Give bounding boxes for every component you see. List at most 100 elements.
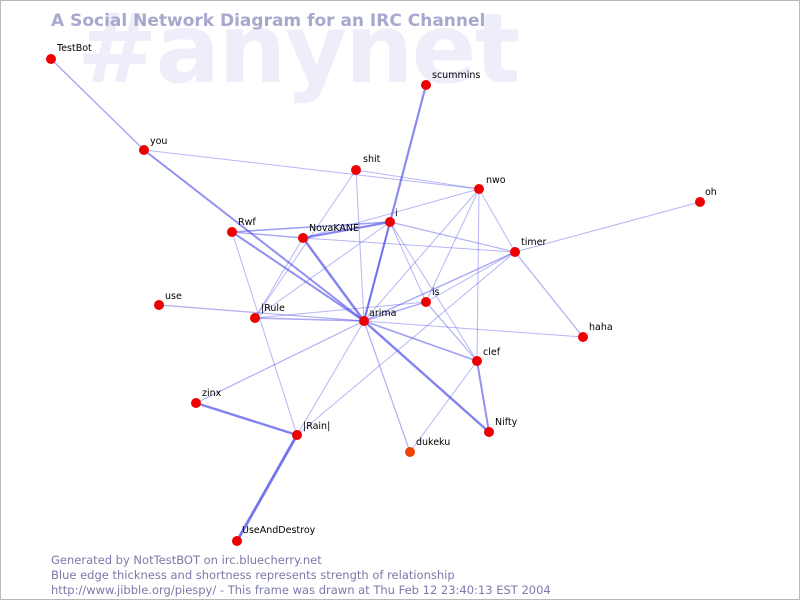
footer-legend-note: Blue edge thickness and shortness repres…	[51, 568, 455, 582]
node-label-IRule: |Rule	[261, 303, 285, 314]
node-dot-shit	[351, 165, 361, 175]
node-dot-Nifty	[484, 427, 494, 437]
node-dot-IRule	[250, 313, 260, 323]
edge-nwo-clef	[476, 188, 480, 362]
edge-i-IRule	[254, 221, 391, 319]
node-dot-scummins	[421, 80, 431, 90]
edge-shit-arima	[355, 169, 365, 322]
node-label-haha: haha	[589, 322, 613, 333]
node-dot-timer	[510, 247, 520, 257]
node-clef: clef	[472, 347, 501, 366]
edge-IRule-arima	[254, 317, 365, 322]
node-Rwf: Rwf	[227, 217, 256, 237]
edge-Rwf-arima	[231, 231, 365, 322]
channel-watermark: #anynet	[77, 0, 520, 105]
edge-NovaKANE-timer	[302, 237, 516, 253]
node-IRainI: |Rain|	[292, 421, 330, 440]
node-dot-is	[421, 297, 431, 307]
node-label-TestBot: TestBot	[56, 43, 92, 54]
node-timer: timer	[510, 237, 546, 257]
node-scummins: scummins	[421, 70, 480, 90]
node-label-i: i	[395, 208, 398, 219]
node-dot-i	[385, 217, 395, 227]
edge-TestBot-you	[50, 58, 145, 151]
edge-arima-clef	[363, 320, 478, 362]
edge-shit-nwo	[355, 169, 480, 190]
edge-clef-dukeku	[409, 360, 478, 453]
edge-oh-timer	[514, 201, 701, 253]
edge-i-timer	[389, 221, 516, 253]
node-dot-nwo	[474, 184, 484, 194]
edge-i-arima	[363, 221, 391, 322]
footer-generated-by: Generated by NotTestBOT on irc.bluecherr…	[51, 553, 322, 567]
edge-timer-haha	[514, 251, 584, 338]
node-label-nwo: nwo	[486, 175, 506, 186]
edge-is-clef	[425, 301, 478, 362]
edge-use-arima	[158, 304, 365, 322]
node-dot-IRainI	[292, 430, 302, 440]
edge-scummins-arima	[362, 83, 428, 323]
edge-zinx-IRainI	[194, 401, 299, 437]
edge-IRainI-UseAndDestroy	[235, 433, 299, 543]
edge-i-is	[389, 221, 427, 303]
node-dot-you	[139, 145, 149, 155]
node-dot-zinx	[191, 398, 201, 408]
node-label-UseAndDestroy: UseAndDestroy	[242, 525, 316, 536]
node-zinx: zinx	[191, 388, 222, 408]
edges-layer	[50, 58, 701, 543]
edge-NovaKANE-arima	[301, 236, 366, 323]
node-label-clef: clef	[483, 347, 501, 358]
footer-timestamp: http://www.jibble.org/piespy/ - This fra…	[51, 583, 551, 597]
node-shit: shit	[351, 154, 381, 175]
node-TestBot: TestBot	[46, 43, 92, 64]
edge-nwo-NovaKANE	[302, 188, 480, 239]
node-dot-clef	[472, 356, 482, 366]
edge-Rwf-IRainI	[231, 231, 298, 436]
node-label-IRainI: |Rain|	[303, 421, 330, 432]
node-label-oh: oh	[705, 187, 717, 198]
node-dot-arima	[359, 316, 369, 326]
node-label-use: use	[165, 291, 182, 302]
node-i: i	[385, 208, 398, 227]
node-nwo: nwo	[474, 175, 506, 194]
node-dot-dukeku	[405, 447, 415, 457]
node-label-Nifty: Nifty	[495, 417, 518, 428]
footer: Generated by NotTestBOT on irc.bluecherr…	[51, 553, 551, 598]
node-label-dukeku: dukeku	[416, 437, 450, 448]
node-haha: haha	[578, 322, 613, 342]
node-dot-TestBot	[46, 54, 56, 64]
edge-arima-haha	[363, 320, 584, 338]
diagram-title: A Social Network Diagram for an IRC Chan…	[51, 11, 486, 31]
node-dukeku: dukeku	[405, 437, 450, 457]
edge-nwo-arima	[363, 188, 480, 322]
node-dot-use	[154, 300, 164, 310]
node-UseAndDestroy: UseAndDestroy	[232, 525, 316, 546]
node-label-is: is	[432, 287, 440, 298]
edge-NovaKANE-IRule	[254, 237, 304, 319]
node-dot-haha	[578, 332, 588, 342]
node-is: is	[421, 287, 440, 307]
node-label-scummins: scummins	[432, 70, 480, 81]
edge-arima-IRainI	[296, 320, 365, 436]
edge-you-arima	[143, 149, 365, 322]
node-oh: oh	[695, 187, 717, 207]
edge-you-nwo	[143, 149, 480, 190]
edge-i-Rwf	[231, 221, 391, 233]
node-label-you: you	[150, 136, 167, 147]
edge-Rwf-NovaKANE	[231, 231, 304, 239]
node-dot-UseAndDestroy	[232, 536, 242, 546]
node-IRule: |Rule	[250, 303, 285, 323]
edge-i-NovaKANE	[301, 220, 392, 240]
edge-is-arima	[363, 301, 427, 322]
edge-i-clef	[389, 221, 478, 362]
node-arima: arima	[359, 308, 396, 326]
edge-timer-is	[425, 251, 516, 303]
node-you: you	[139, 136, 167, 155]
node-label-NovaKANE: NovaKANE	[309, 223, 359, 234]
edge-nwo-timer	[478, 188, 516, 253]
node-label-timer: timer	[521, 237, 546, 248]
node-dot-oh	[695, 197, 705, 207]
